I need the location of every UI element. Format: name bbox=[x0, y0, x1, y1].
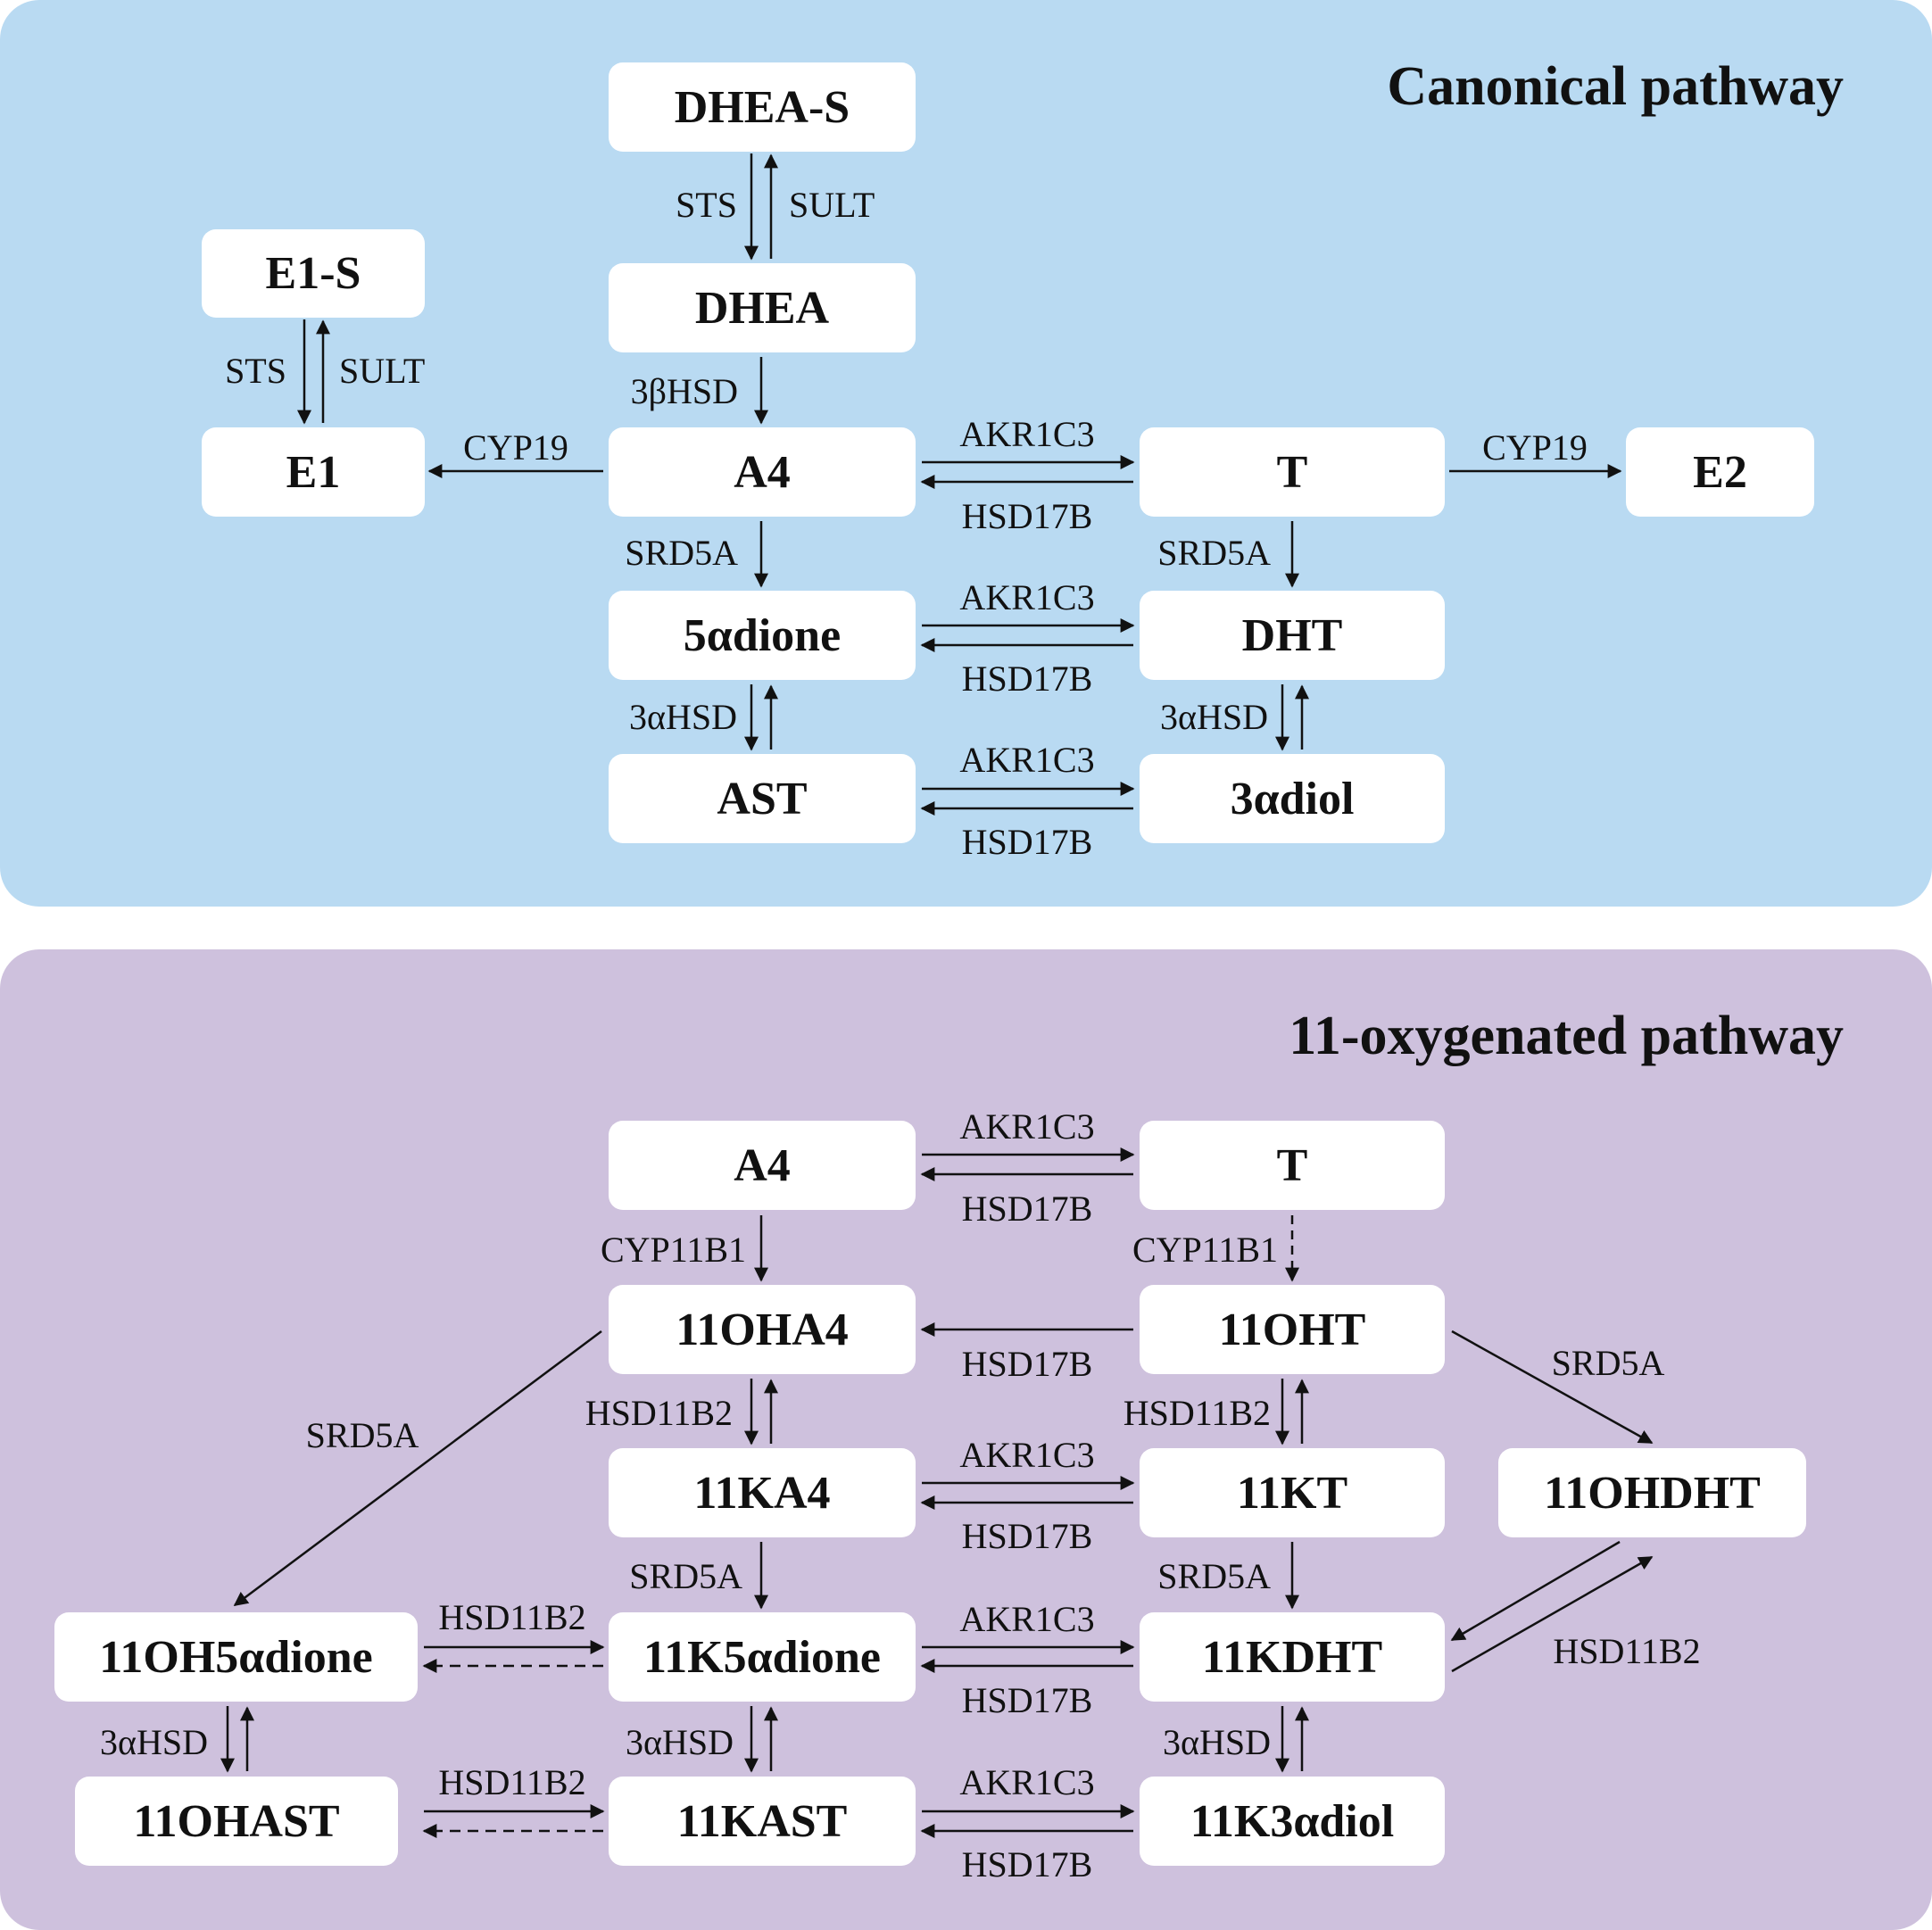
enzyme-label: HSD17B bbox=[961, 822, 1093, 862]
node-dhea: DHEA bbox=[609, 263, 916, 352]
enzyme-label: AKR1C3 bbox=[959, 1435, 1095, 1475]
enzyme-label: CYP11B1 bbox=[1132, 1230, 1278, 1270]
oxygenated-pathway-title: 11-oxygenated pathway bbox=[1289, 1006, 1844, 1066]
enzyme-label: 3αHSD bbox=[1163, 1722, 1271, 1762]
arrow-11oht-to-11ohdht bbox=[1451, 1329, 1654, 1445]
enzyme-label: AKR1C3 bbox=[959, 1106, 1095, 1147]
enzyme-label: HSD17B bbox=[961, 1344, 1093, 1384]
node-11kt: 11KT bbox=[1140, 1448, 1445, 1537]
enzyme-label: SRD5A bbox=[1157, 533, 1271, 573]
enzyme-label: SRD5A bbox=[1157, 1556, 1271, 1596]
enzyme-label: HSD17B bbox=[961, 1189, 1093, 1229]
enzyme-label: AKR1C3 bbox=[959, 740, 1095, 780]
node-11oh5adione: 11OH5αdione bbox=[54, 1612, 418, 1702]
enzyme-label: 3αHSD bbox=[1160, 697, 1268, 737]
enzyme-label: 3αHSD bbox=[629, 697, 737, 737]
enzyme-label: AKR1C3 bbox=[959, 577, 1095, 617]
arrow-11oha4-to-11oh5adione bbox=[233, 1329, 602, 1607]
enzyme-label: 3αHSD bbox=[100, 1722, 208, 1762]
enzyme-label: STS bbox=[225, 351, 286, 391]
node-11k5adione: 11K5αdione bbox=[609, 1612, 916, 1702]
enzyme-label: SRD5A bbox=[629, 1556, 742, 1596]
node-a4-oxy: A4 bbox=[609, 1121, 916, 1210]
node-t-oxy: T bbox=[1140, 1121, 1445, 1210]
enzyme-label: SULT bbox=[339, 351, 426, 391]
enzyme-label: 3αHSD bbox=[626, 1722, 734, 1762]
node-11kast: 11KAST bbox=[609, 1777, 916, 1866]
node-a4: A4 bbox=[609, 427, 916, 517]
enzyme-label: SRD5A bbox=[1551, 1343, 1665, 1383]
arrow-11ohdht-to-11kdht bbox=[1450, 1540, 1621, 1642]
node-e1: E1 bbox=[202, 427, 425, 517]
enzyme-label: HSD11B2 bbox=[1123, 1393, 1271, 1433]
node-dht: DHT bbox=[1140, 591, 1445, 680]
enzyme-label: 3βHSD bbox=[630, 371, 738, 411]
enzyme-label: HSD17B bbox=[961, 1680, 1093, 1720]
node-11ohast: 11OHAST bbox=[75, 1777, 398, 1866]
node-ast: AST bbox=[609, 754, 916, 843]
node-e1-s: E1-S bbox=[202, 229, 425, 318]
enzyme-label: HSD17B bbox=[961, 1844, 1093, 1884]
oxygenated-pathway-panel: 11-oxygenated pathway bbox=[0, 949, 1932, 1930]
enzyme-label: AKR1C3 bbox=[959, 414, 1095, 454]
node-11oha4: 11OHA4 bbox=[609, 1285, 916, 1374]
enzyme-label: CYP11B1 bbox=[600, 1230, 746, 1270]
node-dhea-s: DHEA-S bbox=[609, 62, 916, 152]
node-5adione: 5αdione bbox=[609, 591, 916, 680]
enzyme-label: HSD17B bbox=[961, 496, 1093, 536]
enzyme-label: SRD5A bbox=[305, 1415, 419, 1455]
node-3adiol: 3αdiol bbox=[1140, 754, 1445, 843]
node-e2: E2 bbox=[1626, 427, 1814, 517]
enzyme-label: HSD11B2 bbox=[438, 1597, 586, 1637]
node-11ohdht: 11OHDHT bbox=[1498, 1448, 1806, 1537]
canonical-pathway-title: Canonical pathway bbox=[1387, 56, 1844, 117]
enzyme-label: HSD11B2 bbox=[585, 1393, 733, 1433]
enzyme-label: SULT bbox=[789, 185, 875, 225]
node-t: T bbox=[1140, 427, 1445, 517]
enzyme-label: HSD17B bbox=[961, 659, 1093, 699]
enzyme-label: HSD17B bbox=[961, 1516, 1093, 1556]
enzyme-label: HSD11B2 bbox=[438, 1762, 586, 1802]
node-11oht: 11OHT bbox=[1140, 1285, 1445, 1374]
enzyme-label: AKR1C3 bbox=[959, 1599, 1095, 1639]
node-11k3adiol: 11K3αdiol bbox=[1140, 1777, 1445, 1866]
enzyme-label: HSD11B2 bbox=[1553, 1631, 1701, 1671]
node-11kdht: 11KDHT bbox=[1140, 1612, 1445, 1702]
enzyme-label: SRD5A bbox=[625, 533, 738, 573]
enzyme-label: STS bbox=[676, 185, 737, 225]
node-11ka4: 11KA4 bbox=[609, 1448, 916, 1537]
enzyme-label: CYP19 bbox=[463, 427, 568, 468]
enzyme-label: CYP19 bbox=[1482, 427, 1588, 468]
arrow-11kdht-to-11ohdht bbox=[1451, 1555, 1654, 1673]
enzyme-label: AKR1C3 bbox=[959, 1762, 1095, 1802]
